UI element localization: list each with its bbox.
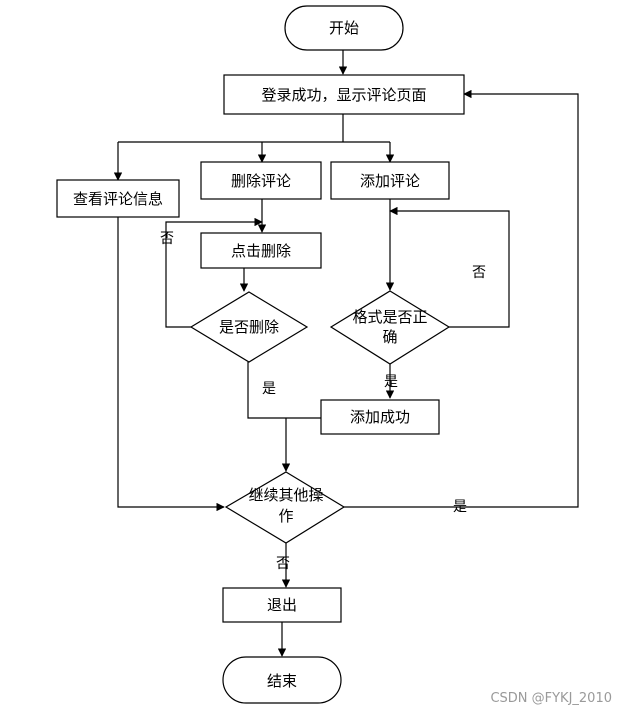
click-delete-label: 点击删除 xyxy=(231,242,291,260)
confirm-delete-label: 是否删除 xyxy=(219,318,279,336)
node-click-delete: 点击删除 xyxy=(200,232,322,269)
format-check-label-line2: 确 xyxy=(382,328,397,346)
node-confirm-delete: 是否删除 xyxy=(189,291,309,363)
add-success-box xyxy=(320,399,440,435)
view-label: 查看评论信息 xyxy=(73,190,163,208)
format-check-diamond xyxy=(329,290,451,365)
exit-box xyxy=(222,587,342,623)
format-check-label-line1: 格式是否正 xyxy=(352,308,427,326)
login-label: 登录成功，显示评论页面 xyxy=(261,86,426,104)
start-terminator xyxy=(284,5,404,51)
edge-format-no-loop xyxy=(389,206,510,328)
delete-label: 删除评论 xyxy=(231,172,291,190)
node-format-check: 格式是否正 确 xyxy=(329,290,451,365)
continue-label-line1: 继续其他操 xyxy=(248,486,323,504)
exit-label: 退出 xyxy=(267,596,297,614)
end-terminator xyxy=(222,656,342,704)
format-no-label: 否 xyxy=(472,265,486,281)
node-start: 开始 xyxy=(284,5,404,51)
delete-box xyxy=(200,161,322,200)
connectors xyxy=(113,50,579,657)
node-delete: 删除评论 xyxy=(200,161,322,200)
add-box xyxy=(330,161,450,200)
add-label: 添加评论 xyxy=(360,172,420,190)
node-login: 登录成功，显示评论页面 xyxy=(223,74,465,115)
edge-confirm-no-loop xyxy=(165,217,263,328)
start-label: 开始 xyxy=(329,19,359,37)
confirm-delete-diamond xyxy=(189,291,309,363)
continue-diamond xyxy=(224,471,346,544)
continue-no-label: 否 xyxy=(276,556,290,572)
login-box xyxy=(223,74,465,115)
watermark: CSDN @FYKJ_2010 xyxy=(490,691,612,706)
end-label: 结束 xyxy=(267,672,297,690)
continue-label-line2: 作 xyxy=(278,507,293,525)
add-success-label: 添加成功 xyxy=(350,408,410,426)
node-view: 查看评论信息 xyxy=(56,179,180,218)
format-yes-label: 是 xyxy=(384,374,398,390)
delete-yes-label: 是 xyxy=(262,381,276,397)
continue-yes-label: 是 xyxy=(453,499,467,515)
node-exit: 退出 xyxy=(222,587,342,623)
click-delete-box xyxy=(200,232,322,269)
delete-no-label: 否 xyxy=(160,231,174,247)
edge-confirm-yes xyxy=(247,362,286,419)
edge-continue-yes-loop xyxy=(344,89,579,508)
view-box xyxy=(56,179,180,218)
node-end: 结束 xyxy=(222,656,342,704)
node-add-success: 添加成功 xyxy=(320,399,440,435)
edge-view-to-continue xyxy=(117,217,225,512)
node-add: 添加评论 xyxy=(330,161,450,200)
node-continue: 继续其他操 作 xyxy=(224,471,346,544)
